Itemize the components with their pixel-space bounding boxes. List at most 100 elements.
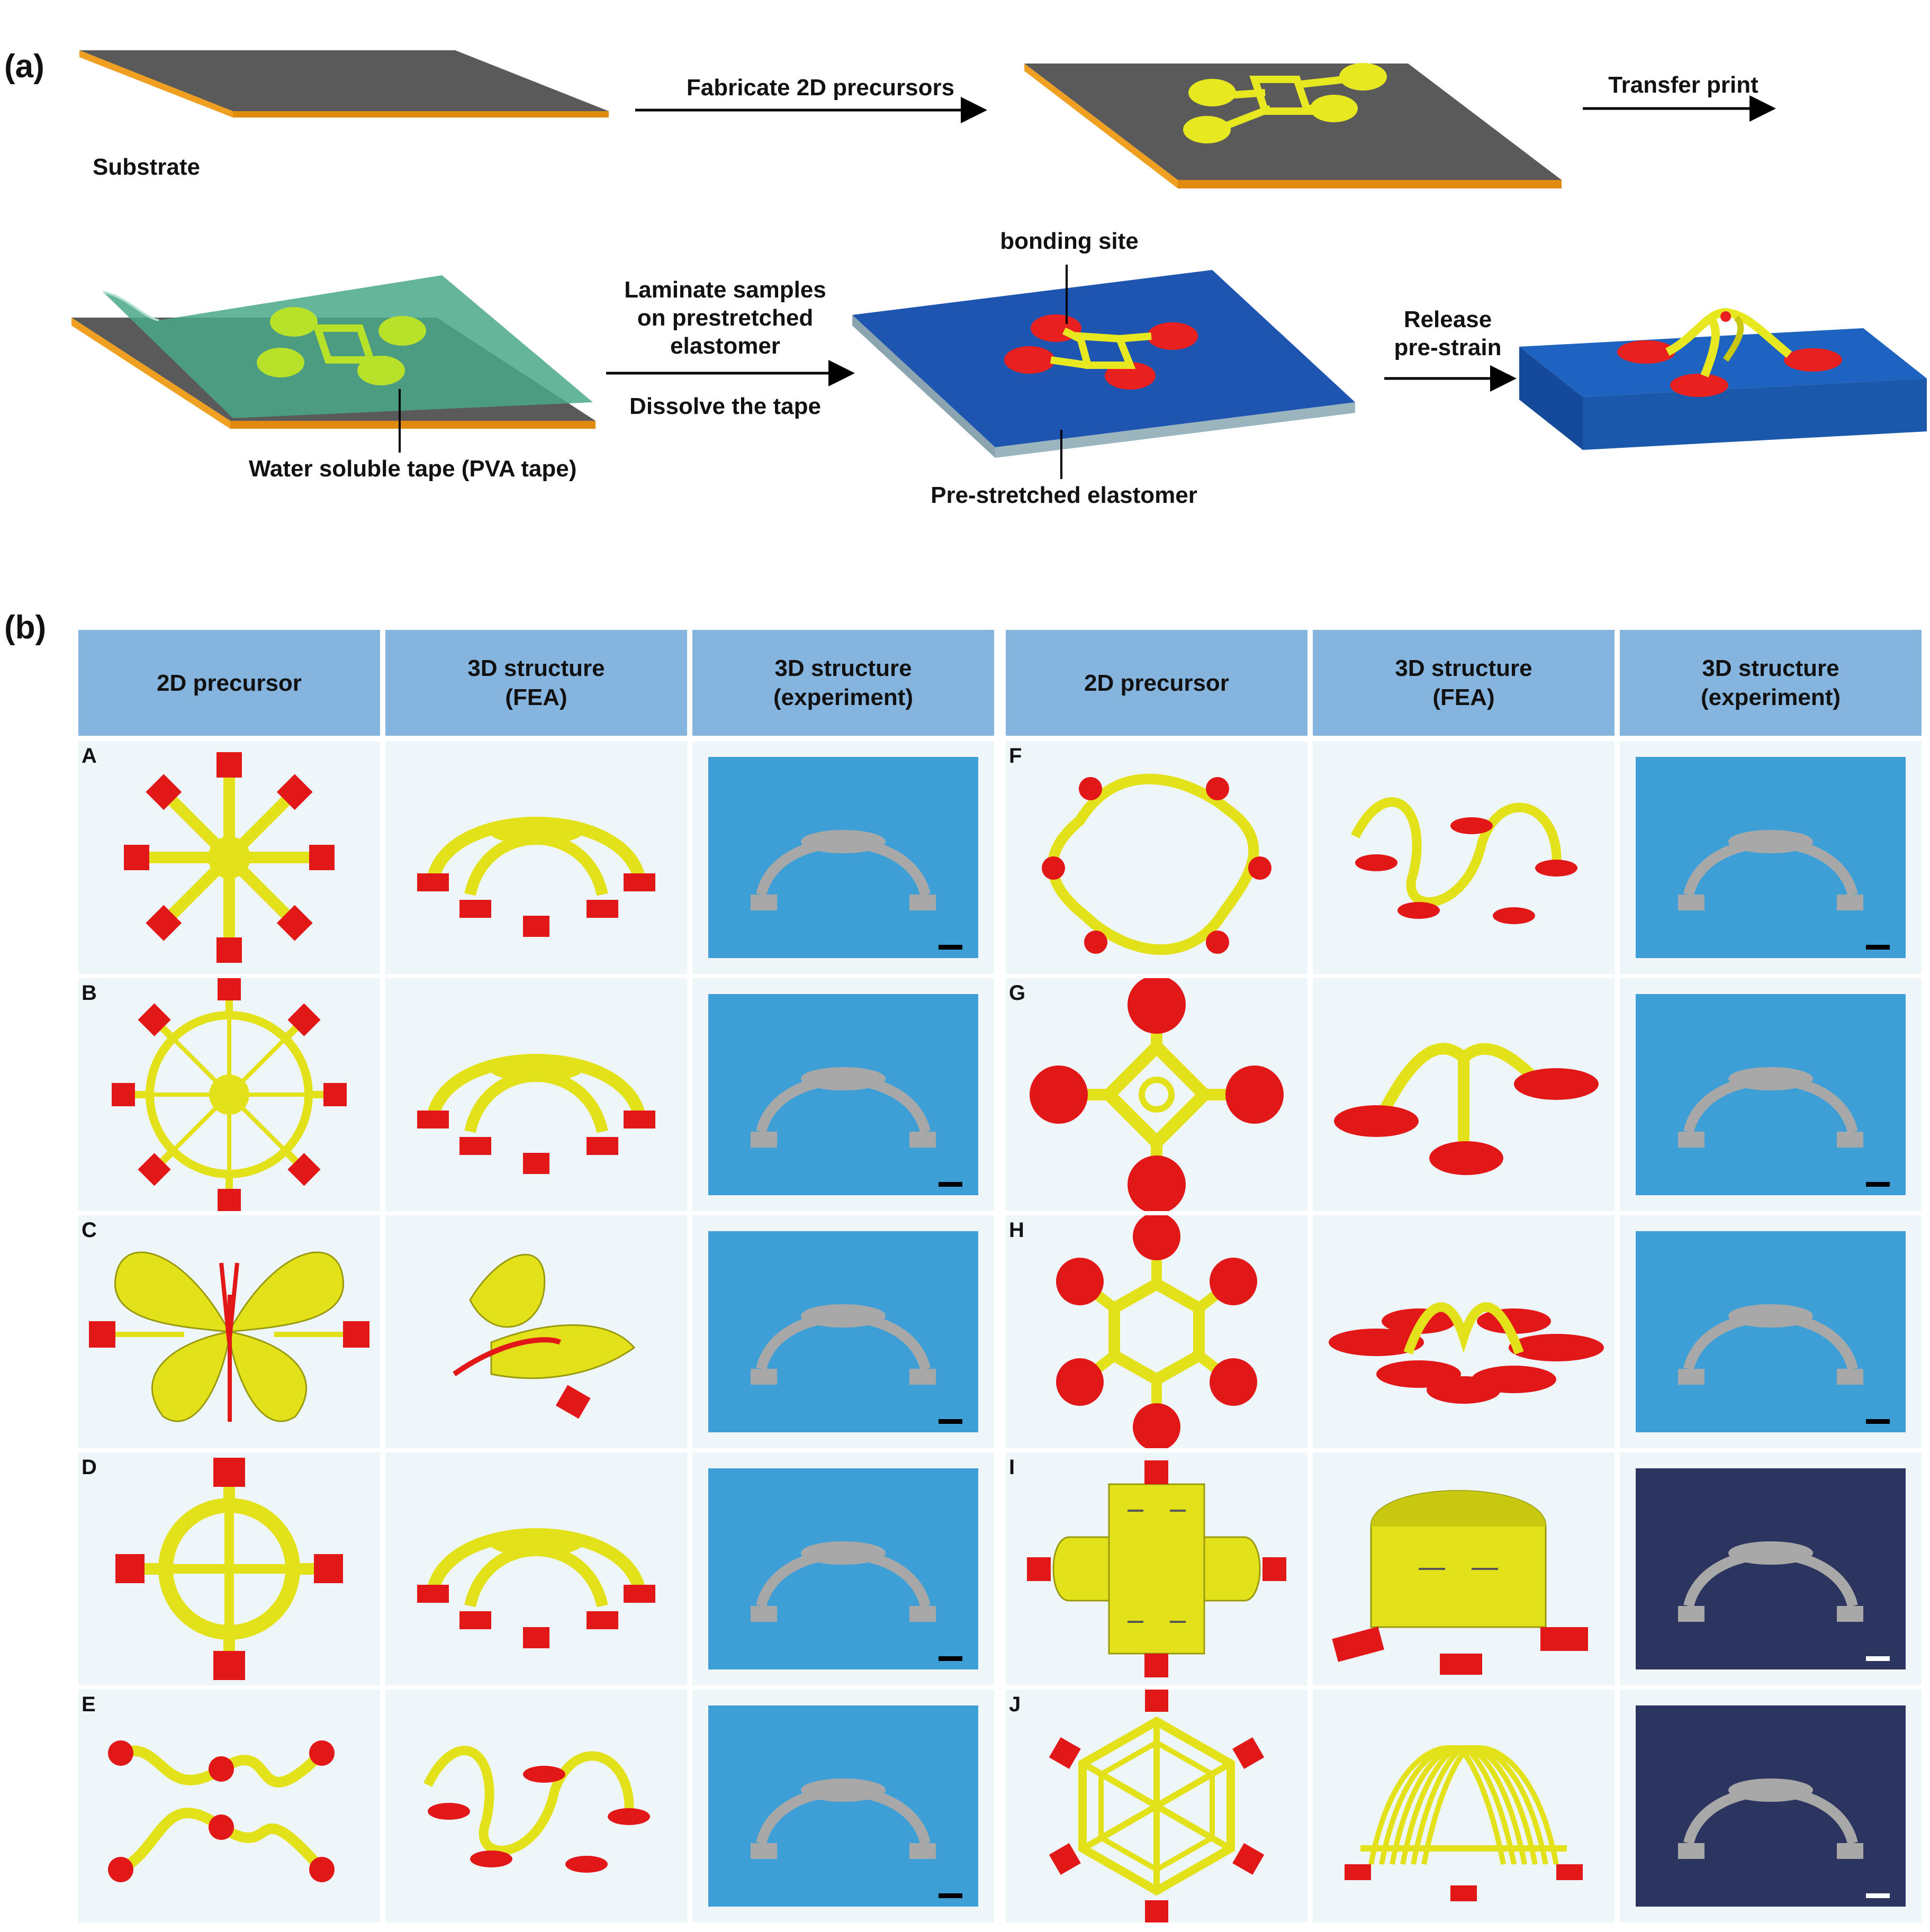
assembled-3d-structure xyxy=(1519,308,1927,450)
cell-a-precursor: A xyxy=(78,741,380,974)
header-2d-precursor-right: 2D precursor xyxy=(1006,630,1307,736)
scale-bar-icon xyxy=(1866,1182,1890,1187)
structure-drawing xyxy=(423,1746,650,1873)
structure-drawing xyxy=(89,1251,369,1422)
scale-bar-icon xyxy=(1866,945,1890,950)
cell-e-precursor: E xyxy=(78,1690,380,1922)
cell-c-fea xyxy=(385,1215,687,1448)
header-fea-right: 3D structure (FEA) xyxy=(1313,630,1615,736)
row-label: C xyxy=(82,1218,97,1242)
cell-c-experiment xyxy=(692,1215,994,1448)
scale-bar-icon xyxy=(939,1182,962,1187)
scale-bar-icon xyxy=(1866,1419,1890,1424)
cell-i-fea xyxy=(1313,1452,1615,1685)
structure-drawing xyxy=(1042,773,1271,955)
cell-i-precursor: I xyxy=(1006,1452,1307,1685)
structure-drawing xyxy=(1030,978,1284,1211)
cell-d-precursor: D xyxy=(78,1452,380,1685)
structure-drawing xyxy=(1332,1490,1588,1675)
structure-drawing xyxy=(112,978,347,1211)
scale-bar-icon xyxy=(939,1656,962,1661)
structure-drawing xyxy=(1345,1745,1583,1901)
header-2d-precursor-left: 2D precursor xyxy=(78,630,380,736)
structure-drawing xyxy=(453,1253,636,1419)
prestretched-elastomer xyxy=(852,265,1355,479)
cell-a-experiment xyxy=(692,741,994,974)
cell-f-precursor: F xyxy=(1006,741,1307,974)
cell-b-precursor: B xyxy=(78,978,380,1211)
scale-bar-icon xyxy=(1866,1893,1890,1898)
row-label: I xyxy=(1009,1456,1015,1479)
structure-drawing xyxy=(108,1740,335,1882)
structure-drawing xyxy=(124,752,335,963)
cell-h-precursor: H xyxy=(1006,1215,1307,1448)
structure-drawing xyxy=(708,1231,978,1432)
substrate-plate xyxy=(79,50,609,118)
structure-drawing xyxy=(417,1054,655,1174)
bonding-site-label: bonding site xyxy=(1000,228,1139,254)
pva-tape-label: Water soluble tape (PVA tape) xyxy=(249,456,577,482)
structure-drawing xyxy=(1329,1302,1604,1404)
cell-e-experiment xyxy=(692,1690,994,1922)
row-label: B xyxy=(82,981,97,1005)
structure-drawing xyxy=(708,994,978,1195)
structure-drawing xyxy=(1334,1043,1599,1175)
panel-a-label: (a) xyxy=(4,48,44,85)
header-experiment-left: 3D structure (experiment) xyxy=(692,630,994,736)
row-label: J xyxy=(1009,1693,1021,1716)
cell-g-experiment xyxy=(1620,978,1922,1211)
step-laminate-label: Laminate samples on prestretched elastom… xyxy=(624,277,826,359)
cell-a-fea xyxy=(385,741,687,974)
structure-table: 2D precursor 3D structure (FEA) 3D struc… xyxy=(78,630,1922,1926)
cell-f-experiment xyxy=(1620,741,1922,974)
step-dissolve-label: Dissolve the tape xyxy=(629,393,821,419)
substrate-label: Substrate xyxy=(93,154,200,180)
step-release-label: Release pre-strain xyxy=(1394,306,1502,360)
structure-drawing xyxy=(1636,1231,1906,1432)
header-experiment-right: 3D structure (experiment) xyxy=(1620,630,1922,736)
panel-a-illustration xyxy=(71,50,1927,479)
row-label: D xyxy=(82,1456,97,1479)
cell-j-experiment xyxy=(1620,1690,1922,1922)
scale-bar-icon xyxy=(939,1893,962,1898)
structure-drawing xyxy=(1636,994,1906,1195)
structure-drawing xyxy=(1636,1468,1906,1669)
cell-i-experiment xyxy=(1620,1452,1922,1685)
structure-drawing xyxy=(1027,1460,1286,1677)
structure-drawing xyxy=(708,1468,978,1669)
structure-drawing xyxy=(417,817,655,937)
structure-drawing xyxy=(1056,1215,1257,1448)
cell-c-precursor: C xyxy=(78,1215,380,1448)
row-label: G xyxy=(1009,981,1026,1005)
step-fabricate-label: Fabricate 2D precursors xyxy=(686,75,955,101)
structure-drawing xyxy=(417,1528,655,1648)
substrate-with-tape xyxy=(71,275,596,453)
row-label: F xyxy=(1009,744,1022,768)
cell-e-fea xyxy=(385,1690,687,1922)
structure-drawing xyxy=(708,1705,978,1907)
cell-g-precursor: G xyxy=(1006,978,1307,1211)
structure-drawing xyxy=(1049,1690,1265,1922)
cell-h-fea xyxy=(1313,1215,1615,1448)
cell-g-fea xyxy=(1313,978,1615,1211)
row-label: A xyxy=(82,744,97,768)
cell-j-fea xyxy=(1313,1690,1615,1922)
header-fea-left: 3D structure (FEA) xyxy=(385,630,687,736)
structure-drawing xyxy=(1636,757,1906,958)
cell-d-fea xyxy=(385,1452,687,1685)
scale-bar-icon xyxy=(1866,1656,1890,1661)
cell-j-precursor: J xyxy=(1006,1690,1307,1922)
structure-drawing xyxy=(1350,797,1577,924)
cell-b-experiment xyxy=(692,978,994,1211)
structure-drawing xyxy=(115,1458,343,1680)
row-label: E xyxy=(82,1693,96,1716)
panel-b-label: (b) xyxy=(4,609,47,646)
substrate-with-precursor xyxy=(1024,63,1562,188)
structure-drawing xyxy=(1636,1705,1906,1907)
row-label: H xyxy=(1009,1218,1024,1242)
cell-f-fea xyxy=(1313,741,1615,974)
step-transfer-label: Transfer print xyxy=(1608,72,1758,98)
cell-b-fea xyxy=(385,978,687,1211)
elastomer-label: Pre-stretched elastomer xyxy=(931,482,1197,508)
scale-bar-icon xyxy=(939,945,962,950)
